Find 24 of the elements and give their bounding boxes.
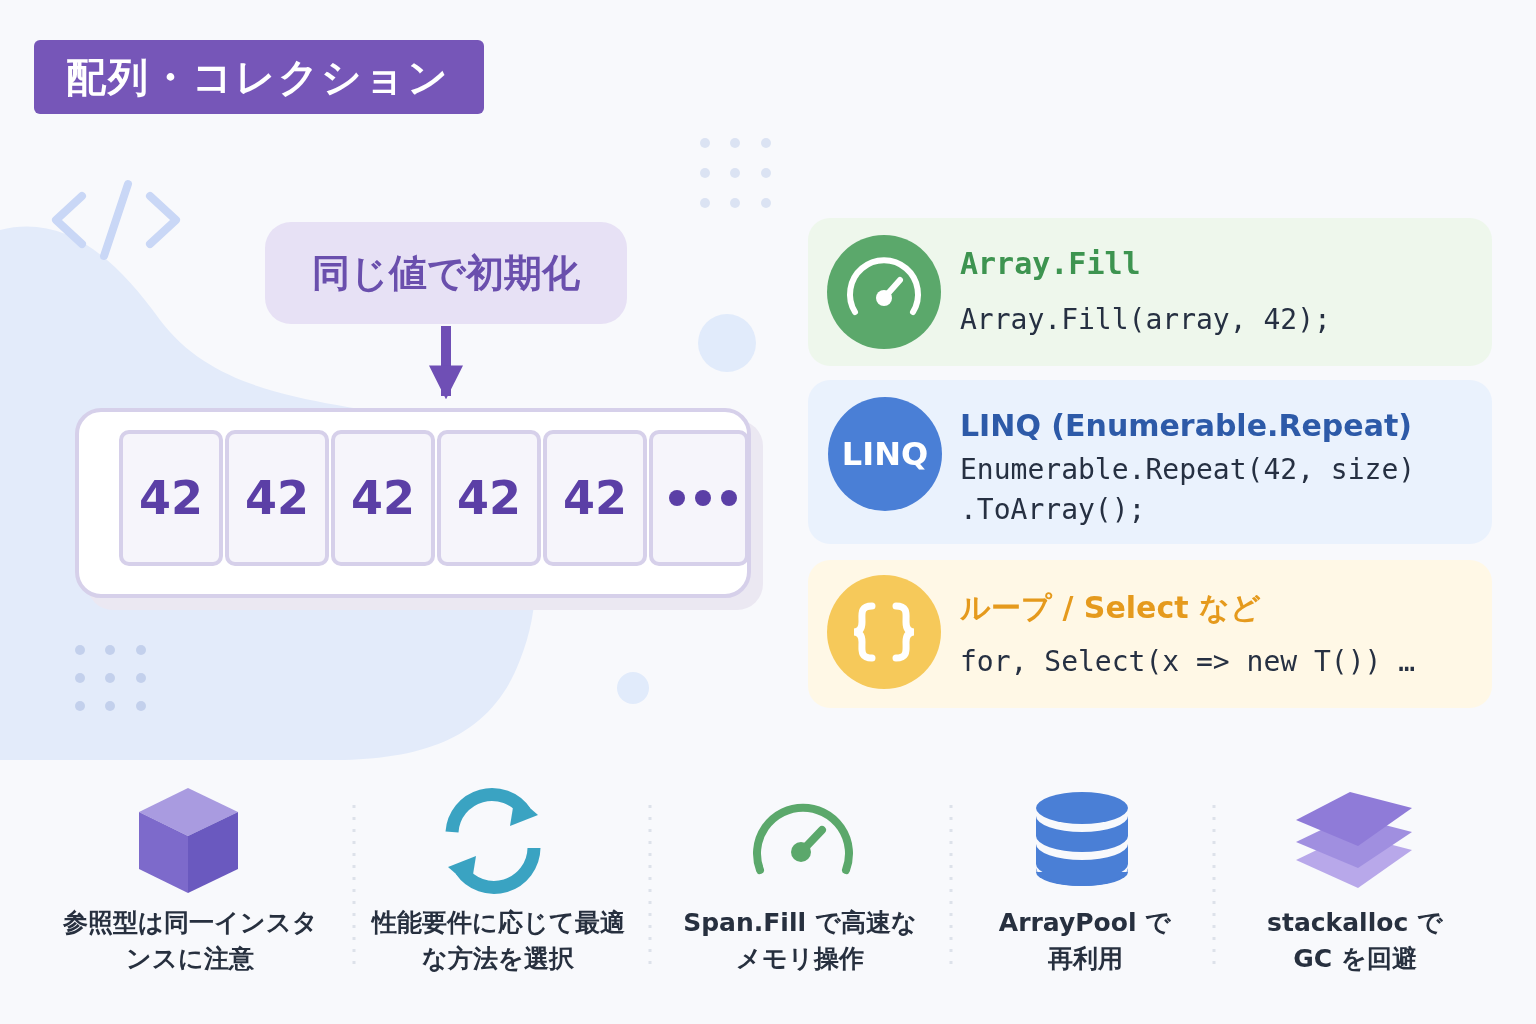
method-card [808, 380, 1492, 544]
code-snippet: Enumerable.Repeat(42, size) .ToArray(); [960, 452, 1417, 528]
array-cell: 42 [437, 430, 541, 566]
code-snippet: Array.Fill(array, 42); [960, 302, 1332, 338]
card-heading: Array.Fill [960, 246, 1142, 281]
feature-caption: stackalloc でGC を回避 [1266, 907, 1444, 975]
array-cell: 42 [543, 430, 647, 566]
card-heading: ループ / Select など [960, 589, 1262, 627]
label-box: 同じ値で初期化 [265, 222, 627, 324]
card-heading: LINQ (Enumerable.Repeat) [960, 408, 1413, 443]
arrow [429, 326, 463, 400]
title-banner: 配列・コレクション [34, 40, 484, 114]
feature-caption: ArrayPool で再利用 [997, 907, 1173, 975]
feature-caption: Span.Fill で高速なメモリ操作 [682, 907, 918, 975]
array-cell: 42 [225, 430, 329, 566]
feature-caption: 参照型は同一インスタンスに注意 [61, 907, 319, 975]
method-card [808, 560, 1492, 708]
code-snippet: for, Select(x => new T()) … [960, 644, 1417, 680]
method-card [808, 218, 1492, 366]
array-cell [649, 430, 749, 566]
array-cell: 42 [119, 430, 223, 566]
linq-circle: LINQ [828, 397, 942, 511]
array-cell: 42 [331, 430, 435, 566]
feature-caption: 性能要件に応じて最適な方法を選択 [370, 907, 626, 975]
